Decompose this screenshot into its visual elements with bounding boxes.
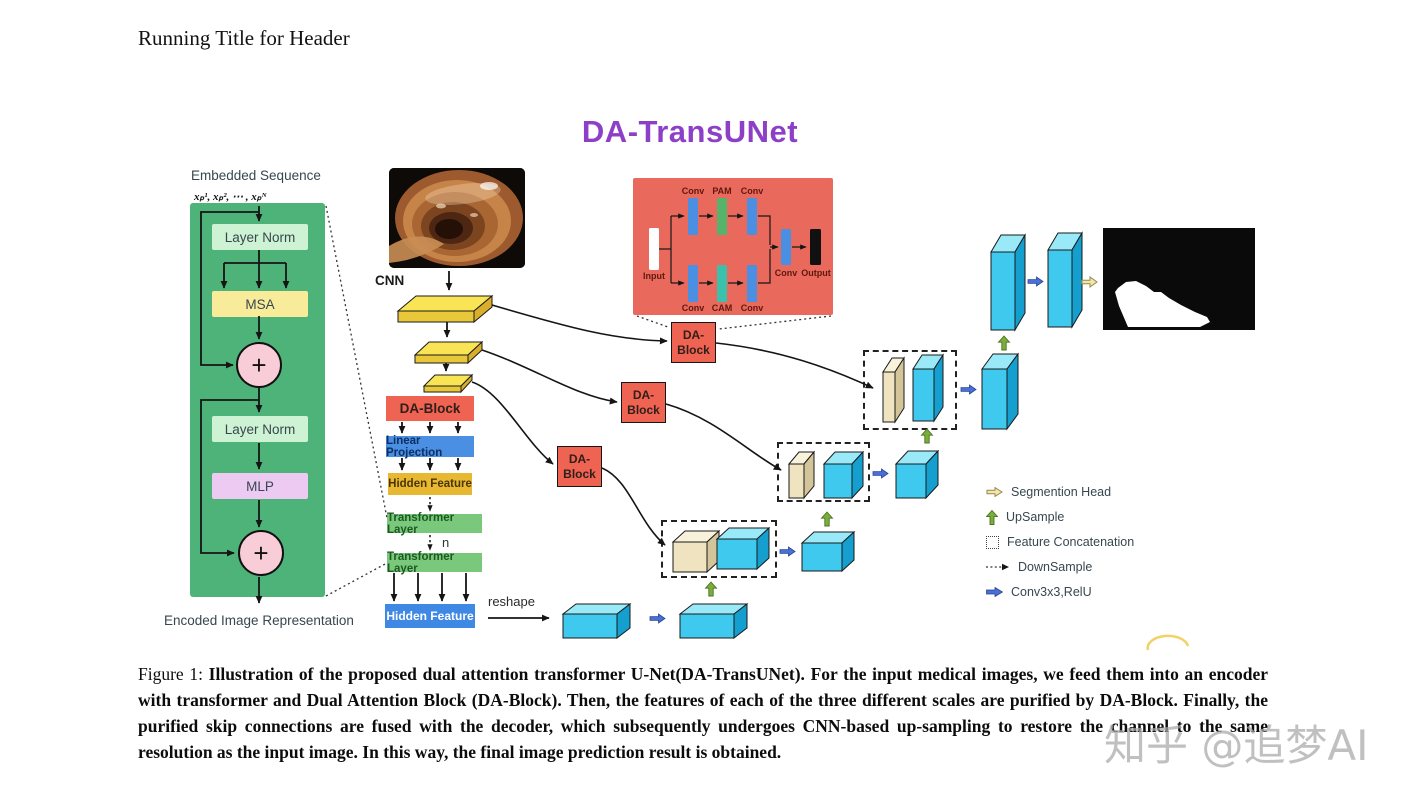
reshape-label: reshape xyxy=(488,594,535,609)
input-endoscopy-image xyxy=(389,168,525,268)
layer-norm-box-2: Layer Norm xyxy=(212,416,308,442)
feature-concatenation-box-3 xyxy=(661,520,777,578)
mlp-box: MLP xyxy=(212,473,308,499)
upsample-arrow-icon xyxy=(986,509,998,525)
hidden-feature-box-2: Hidden Feature xyxy=(385,604,475,628)
segmentation-head-arrow xyxy=(1081,276,1098,288)
running-header: Running Title for Header xyxy=(138,26,350,50)
da-block-skip-3: DA- Block xyxy=(557,446,602,487)
linear-projection-box: Linear Projection xyxy=(386,435,474,459)
inset-output-label: Output xyxy=(801,268,831,278)
inset-conv-label: Conv xyxy=(774,268,798,278)
layer-norm-box-1: Layer Norm xyxy=(212,224,308,250)
segmentation-head-arrow-icon xyxy=(986,487,1003,497)
inset-input-bar xyxy=(649,228,659,270)
caption-prefix: Figure 1: xyxy=(138,664,209,684)
legend: Segmention Head UpSample Feature Concate… xyxy=(986,484,1134,600)
inset-conv-label: Conv xyxy=(740,303,764,313)
residual-add-circle-1: + xyxy=(236,342,282,388)
da-skip-line2: Block xyxy=(627,402,660,417)
inset-conv-label: Conv xyxy=(681,303,705,313)
embedded-sequence-label: Embedded Sequence xyxy=(191,168,321,183)
figure-caption: Figure 1: Illustration of the proposed d… xyxy=(138,661,1268,765)
legend-label: Feature Concatenation xyxy=(1007,535,1135,549)
inset-output-bar xyxy=(810,229,821,265)
legend-label: DownSample xyxy=(1018,560,1093,574)
da-skip-line1: DA- xyxy=(568,452,591,467)
da-skip-line2: Block xyxy=(563,466,596,481)
da-block-skip-2: DA- Block xyxy=(621,382,666,423)
legend-item-segmentation-head: Segmention Head xyxy=(986,484,1134,500)
hidden-feature-box-1: Hidden Feature xyxy=(388,473,472,495)
encoded-image-representation-label: Encoded Image Representation xyxy=(164,613,354,628)
endoscopy-illustration xyxy=(389,168,525,268)
legend-label: Segmention Head xyxy=(1011,485,1112,499)
inset-conv-label: Conv xyxy=(740,186,764,196)
da-block-main: DA-Block xyxy=(386,396,474,421)
legend-item-conv3x3-relu: Conv3x3,RelU xyxy=(986,584,1134,600)
feature-concatenation-box-1 xyxy=(863,350,957,430)
figure-title: DA-TransUNet xyxy=(581,114,799,149)
feature-concatenation-box-2 xyxy=(777,442,870,502)
inset-conv-bar-top-2 xyxy=(747,198,757,235)
da-skip-line1: DA- xyxy=(682,328,705,343)
conv3x3-relu-arrow-icon xyxy=(986,587,1003,597)
cnn-label: CNN xyxy=(375,273,405,288)
sequence-formula: xₚ¹, xₚ², ⋯ , xₚᴺ xyxy=(194,191,267,203)
da-block-skip-1: DA- Block xyxy=(671,322,716,363)
inset-conv-label: Conv xyxy=(681,186,705,196)
inset-input-label: Input xyxy=(643,271,665,281)
output-segmentation-image xyxy=(1103,228,1255,330)
inset-pam-bar xyxy=(717,198,727,235)
msa-box: MSA xyxy=(212,291,308,317)
inset-pam-label: PAM xyxy=(712,186,732,196)
n-repeat-label: n xyxy=(442,535,450,550)
inset-conv-bar-bottom-1 xyxy=(688,265,698,302)
legend-item-feature-concatenation: Feature Concatenation xyxy=(986,534,1134,550)
encoder-zoom-dotted-lines xyxy=(325,205,388,597)
inset-conv-bar-top-1 xyxy=(688,198,698,235)
residual-add-circle-2: + xyxy=(238,530,284,576)
da-skip-line1: DA- xyxy=(632,388,655,403)
inset-conv-bar-bottom-2 xyxy=(747,265,757,302)
legend-label: Conv3x3,RelU xyxy=(1011,585,1092,599)
watermark-text: 知乎 @追梦AI xyxy=(1104,721,1369,770)
transformer-layer-box-1: Transformer Layer xyxy=(387,512,482,536)
feature-concatenation-box-icon xyxy=(986,535,999,549)
watermark-logo-fragment xyxy=(1146,634,1190,651)
da-skip-line2: Block xyxy=(677,342,710,357)
da-block-inset xyxy=(633,178,833,315)
inset-zoom-dotted-lines xyxy=(636,315,832,330)
segmentation-mask xyxy=(1115,281,1210,327)
legend-label: UpSample xyxy=(1006,510,1065,524)
downsample-arrow-icon xyxy=(986,563,1009,571)
transformer-layer-box-2: Transformer Layer xyxy=(387,551,482,575)
caption-body: Illustration of the proposed dual attent… xyxy=(138,664,1268,762)
inset-cam-bar xyxy=(717,265,727,302)
legend-item-downsample: DownSample xyxy=(986,559,1134,575)
inset-cam-label: CAM xyxy=(711,303,733,313)
legend-item-upsample: UpSample xyxy=(986,509,1134,525)
yellow-feature-maps xyxy=(396,294,494,394)
inset-conv-bar-out xyxy=(781,229,791,265)
